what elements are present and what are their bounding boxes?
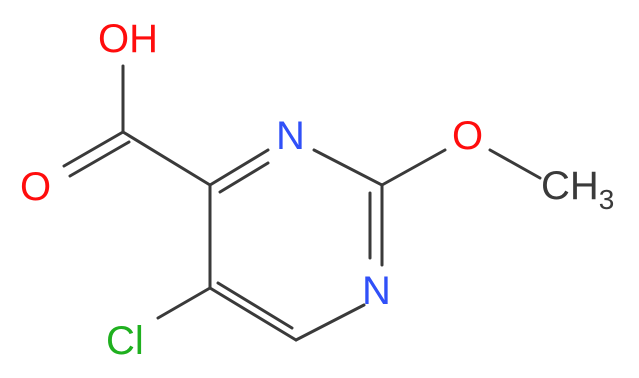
bond-o-ch3 bbox=[488, 148, 542, 180]
label-ether-oxygen: O bbox=[452, 114, 483, 158]
bond-cooh-c4 bbox=[121, 130, 212, 187]
bond-c4-n3-a bbox=[208, 148, 270, 187]
bonds bbox=[62, 64, 542, 342]
label-methyl-ch: CH bbox=[541, 164, 599, 208]
label-hydroxyl: OH bbox=[98, 17, 158, 61]
label-nitrogen-bottom: N bbox=[362, 269, 391, 313]
bond-c-o-double-b bbox=[68, 140, 131, 178]
label-carbonyl-oxygen: O bbox=[20, 165, 51, 209]
bond-c-o-double-a bbox=[62, 130, 125, 168]
bond-c6-c5-a bbox=[208, 286, 298, 342]
bond-c2-o bbox=[380, 148, 447, 187]
bond-c6-c5-b bbox=[216, 281, 294, 330]
label-chlorine: Cl bbox=[106, 319, 144, 363]
bond-n1-c6 bbox=[294, 303, 366, 342]
bond-c4-n3-b bbox=[218, 161, 270, 194]
atom-labels: OH O N N O CH3 Cl bbox=[20, 17, 614, 363]
bond-n3-c2 bbox=[312, 148, 384, 187]
label-methyl: CH3 bbox=[541, 164, 614, 215]
bond-c5-cl bbox=[156, 286, 212, 320]
label-nitrogen-top: N bbox=[276, 114, 305, 158]
label-methyl-subscript: 3 bbox=[599, 184, 615, 215]
